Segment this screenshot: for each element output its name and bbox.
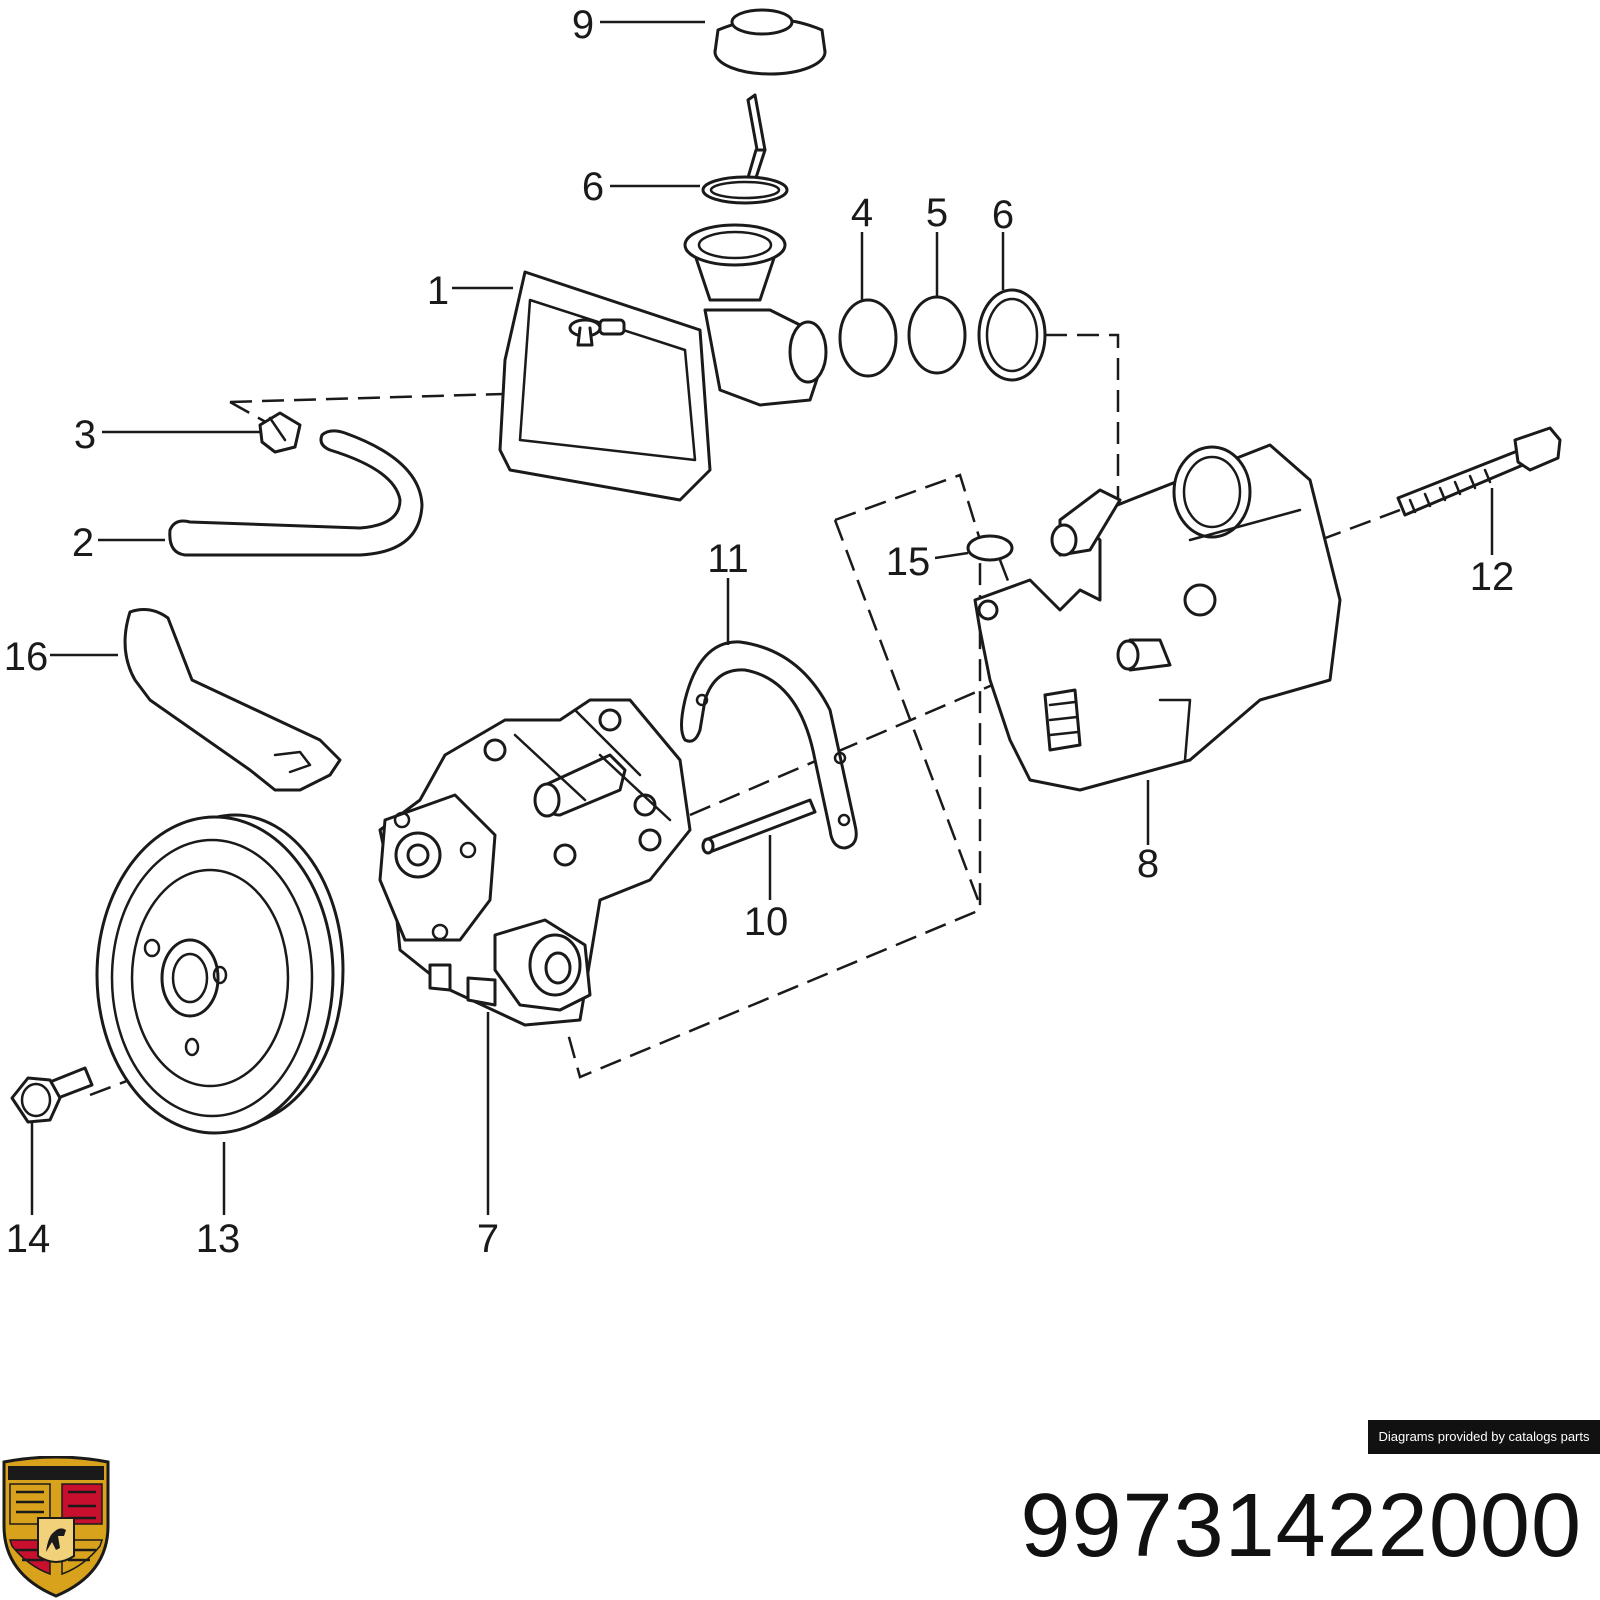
o-ring-6-part bbox=[977, 288, 1047, 382]
callout-14: 14 bbox=[6, 1217, 51, 1261]
clip-part bbox=[258, 411, 302, 454]
filler-cap-part bbox=[713, 8, 827, 192]
o-ring-small-part bbox=[966, 534, 1014, 562]
callout-3: 3 bbox=[74, 413, 96, 457]
o-ring-5-part bbox=[907, 295, 967, 375]
callout-5: 5 bbox=[926, 191, 948, 235]
pulley-part bbox=[95, 813, 345, 1135]
callout-7: 9 bbox=[572, 3, 594, 47]
callout-4: 4 bbox=[851, 191, 873, 235]
part-number: 99731422000 bbox=[1020, 1476, 1582, 1576]
o-rings-group bbox=[838, 288, 1047, 382]
bracket-part bbox=[123, 608, 342, 792]
callout-9: 7 bbox=[477, 1217, 499, 1261]
callout-6-right: 6 bbox=[992, 193, 1014, 237]
callout-2: 2 bbox=[72, 521, 94, 565]
pin-part bbox=[701, 798, 817, 855]
callout-11: 11 bbox=[707, 537, 749, 581]
porsche-crest-icon bbox=[2, 1456, 110, 1598]
callout-12: 12 bbox=[1470, 555, 1515, 599]
callout-15: 15 bbox=[886, 540, 931, 584]
callout-8: 8 bbox=[1137, 842, 1159, 886]
bolt-long-part bbox=[1396, 426, 1562, 517]
callout-1: 1 bbox=[427, 269, 449, 313]
callout-6-top: 6 bbox=[582, 165, 604, 209]
leader-lines bbox=[30, 20, 1494, 1215]
callout-labels: 9 6 4 5 6 1 3 2 11 15 12 16 8 10 14 13 7 bbox=[4, 3, 1515, 1261]
callout-10: 10 bbox=[744, 900, 789, 944]
pump-part bbox=[378, 698, 692, 1027]
callout-13: 13 bbox=[196, 1217, 241, 1261]
o-ring-4-part bbox=[838, 298, 898, 378]
diagram-credit-label: Diagrams provided by catalogs parts bbox=[1368, 1420, 1600, 1454]
callout-16: 16 bbox=[4, 635, 49, 679]
bracket-loop-part bbox=[680, 640, 858, 850]
pump-bracket-part bbox=[973, 443, 1342, 792]
hose-part bbox=[168, 429, 424, 557]
reservoir-part bbox=[498, 223, 828, 502]
flange-bolt-part bbox=[10, 1066, 94, 1124]
